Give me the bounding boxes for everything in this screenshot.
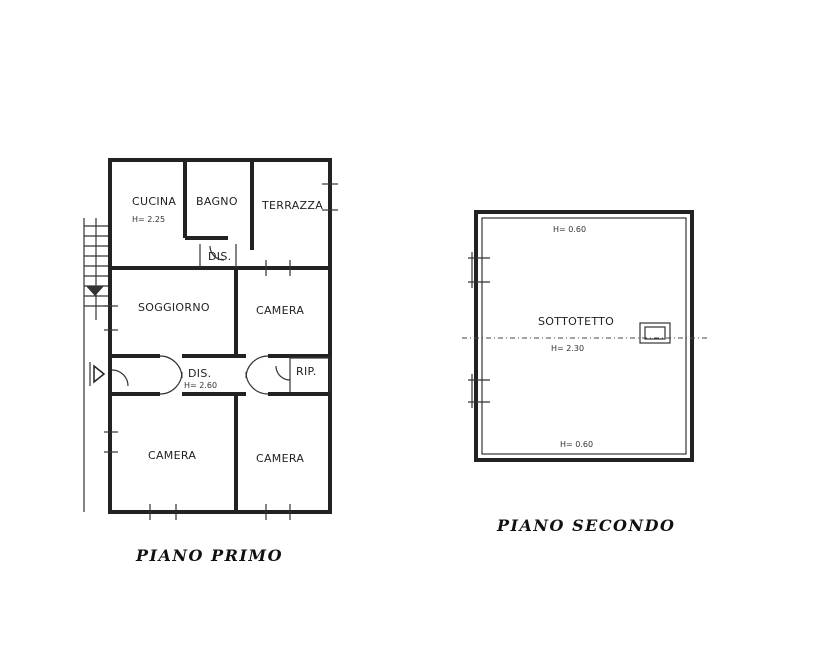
chimney (639, 322, 671, 344)
room-label-bagno: BAGNO (196, 195, 238, 208)
room-label-camera-1: CAMERA (256, 304, 304, 317)
door-rip (275, 365, 291, 381)
room-label-sottotetto: SOTTOTETTO (538, 315, 614, 328)
outer-wall-secondo (474, 210, 694, 462)
room-label-dis-top: DIS. (208, 250, 231, 263)
room-height-cucina: H= 2.25 (132, 215, 165, 224)
door-camera-br (245, 371, 269, 395)
room-label-cucina: CUCINA (132, 195, 176, 208)
height-top: H= 0.60 (553, 225, 586, 234)
piano-primo-plan: CUCINA H= 2.25 BAGNO TERRAZZA DIS. SOGGI… (83, 158, 338, 565)
outer-wall (108, 158, 332, 514)
door-camera-tr (245, 355, 269, 379)
room-height-dis-mid: H= 2.60 (184, 381, 217, 390)
height-mid: H= 2.30 (551, 344, 584, 353)
staircase (83, 218, 108, 512)
room-label-camera-2: CAMERA (148, 449, 196, 462)
door-camera-bl (159, 371, 183, 395)
height-bottom: H= 0.60 (560, 440, 593, 449)
room-label-dis-mid: DIS. (188, 367, 211, 380)
room-label-rip: RIP. (296, 365, 317, 378)
piano-primo-title: PIANO PRIMO (135, 546, 283, 565)
piano-secondo-plan: H= 0.60 SOTTOTETTO H= 2.30 H= 0.60 PIANO… (462, 210, 710, 535)
room-label-terrazza: TERRAZZA (261, 199, 323, 212)
piano-secondo-title: PIANO SECONDO (496, 516, 675, 535)
room-label-soggiorno: SOGGIORNO (138, 301, 210, 314)
door-bagno (209, 245, 225, 261)
room-label-camera-3: CAMERA (256, 452, 304, 465)
door-soggiorno (159, 355, 183, 379)
door-entrance (111, 369, 129, 387)
